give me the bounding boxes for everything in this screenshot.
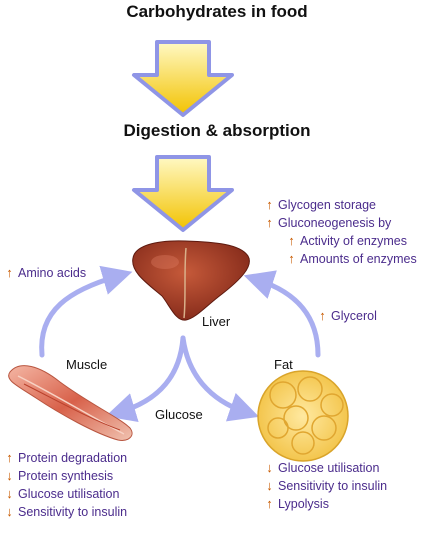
title-digestion: Digestion & absorption xyxy=(123,121,311,140)
fat-label: Fat xyxy=(274,357,293,372)
up-arrow-icon: ↑ xyxy=(266,215,273,230)
fat-effect: ↓Glucose utilisation xyxy=(264,459,379,477)
muscle-effect: ↑Protein degradation xyxy=(4,449,127,467)
up-arrow-icon: ↑ xyxy=(6,450,13,465)
down-arrow-icon: ↓ xyxy=(266,460,273,475)
down-arrow-1 xyxy=(132,40,234,117)
up-arrow-icon: ↑ xyxy=(319,308,326,323)
title-carbohydrates: Carbohydrates in food xyxy=(126,2,308,21)
up-arrow-icon: ↑ xyxy=(6,265,13,280)
muscle-effect: ↓Protein synthesis xyxy=(4,467,113,485)
muscle-effect: ↓Glucose utilisation xyxy=(4,485,119,503)
down-arrow-icon: ↓ xyxy=(6,468,13,483)
liver-to-muscle-arrow xyxy=(105,335,186,423)
down-arrow-icon: ↓ xyxy=(6,486,13,501)
fat-effect: ↓Sensitivity to insulin xyxy=(264,477,387,495)
down-arrow-icon: ↓ xyxy=(6,504,13,519)
amino-acids-effect: ↑Amino acids xyxy=(4,264,86,282)
muscle-label: Muscle xyxy=(66,357,108,372)
muscle-effect: ↓Sensitivity to insulin xyxy=(4,503,127,521)
fat-effect: ↑Lypolysis xyxy=(264,495,329,513)
up-arrow-icon: ↑ xyxy=(266,496,273,511)
fat-image xyxy=(257,370,349,462)
liver-to-fat-arrow xyxy=(180,335,260,422)
down-arrow-2 xyxy=(132,155,234,232)
glycerol-effect: ↑Glycerol xyxy=(317,307,377,325)
cycle-arrows xyxy=(39,265,321,423)
up-arrow-icon: ↑ xyxy=(288,233,295,248)
liver-image xyxy=(132,240,250,321)
liver-effect: ↑Gluconeogenesis by xyxy=(264,214,391,232)
up-arrow-icon: ↑ xyxy=(266,197,273,212)
liver-label: Liver xyxy=(202,314,231,329)
liver-effect: ↑Activity of enzymes xyxy=(286,232,407,250)
liver-effect: ↑Glycogen storage xyxy=(264,196,376,214)
fat-to-liver-arrow xyxy=(243,270,321,358)
up-arrow-icon: ↑ xyxy=(288,251,295,266)
muscle-to-liver-arrow xyxy=(39,265,133,358)
glucose-label: Glucose xyxy=(155,407,203,422)
liver-effect: ↑Amounts of enzymes xyxy=(286,250,416,268)
muscle-image xyxy=(8,365,133,441)
down-arrow-icon: ↓ xyxy=(266,478,273,493)
